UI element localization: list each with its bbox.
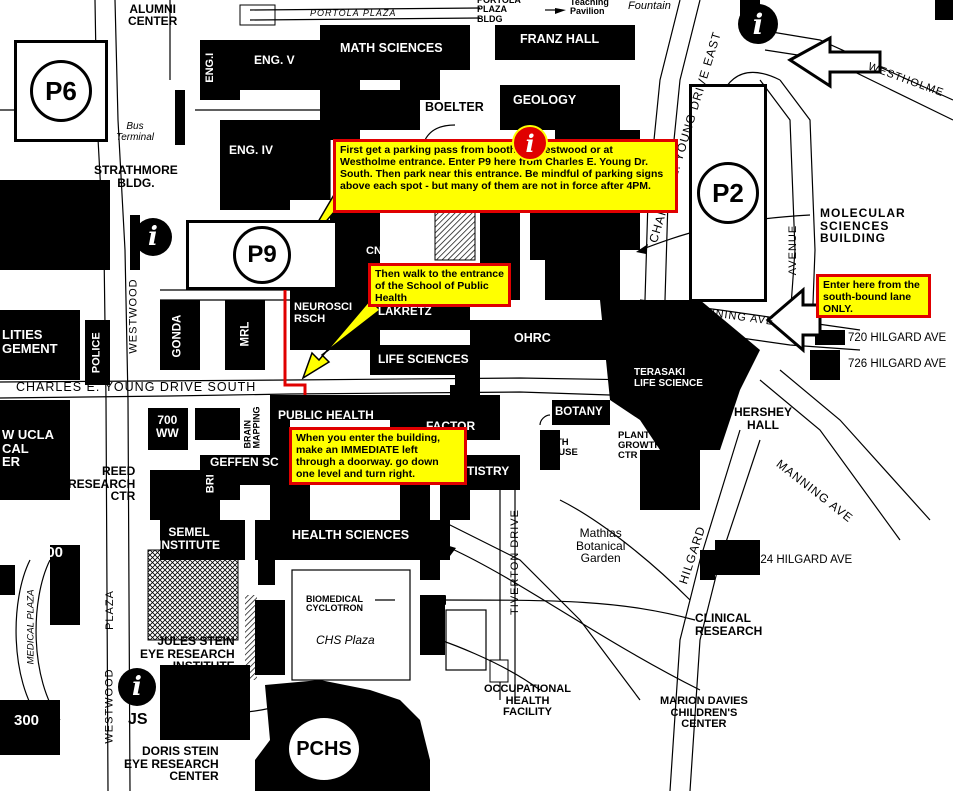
label-mrl: MRL (239, 321, 252, 347)
label-bldg-300: 300 (14, 712, 40, 729)
label-teaching-pavilion: Teaching Pavilion (570, 0, 609, 17)
label-brain-mapping: BRAIN MAPPING (242, 406, 263, 449)
label-fountain: Fountain (628, 0, 671, 12)
info-icon-northeast: i (738, 4, 778, 44)
parking-p9-label: P9 (247, 241, 277, 268)
label-gonda: GONDA (171, 314, 184, 358)
label-hilgard-720: 720 HILGARD AVE (848, 332, 947, 344)
label-eng-i: ENG.I (204, 52, 217, 83)
label-doris-stein: DORIS STEIN EYE RESEARCH CENTER (124, 744, 219, 784)
label-semel: SEMEL INSTITUTE (158, 525, 220, 552)
label-mathias-garden: Mathias Botanical Garden (576, 526, 626, 566)
js-label: JS (128, 711, 148, 728)
label-hilgard-726: 726 HILGARD AVE (848, 358, 947, 370)
street-plaza: PLAZA (103, 590, 116, 630)
label-portola-plaza-bldg: PORTOLA PLAZA BLDG (477, 0, 521, 24)
label-strathmore: STRATHMORE BLDG. (94, 163, 178, 190)
parking-p2-lot: P2 (689, 84, 767, 302)
label-hershey-hall: HERSHEY HALL (734, 405, 793, 432)
label-botany: BOTANY (555, 406, 603, 418)
label-franz-hall: FRANZ HALL (520, 32, 600, 46)
label-dentistry: TISTRY (467, 464, 510, 478)
parking-p6-label: P6 (45, 75, 77, 106)
label-cnsi: CNSI (366, 245, 393, 257)
label-lath-house: LATH HOUSE (544, 437, 578, 458)
note-south-bound-lane: Enter here from the south-bound lane ONL… (816, 274, 931, 318)
label-neuroscience: NEUROSCI RSCH (294, 301, 353, 325)
label-west-alumni: WEST ALUMNI CENTER (128, 0, 178, 29)
label-geffen: GEFFEN SC (210, 455, 279, 469)
info-icon-red: i (512, 125, 548, 161)
parking-p9-badge: P9 (233, 226, 291, 284)
label-utilities: LITIES GEMENT (2, 327, 58, 356)
parking-p2-label: P2 (712, 177, 744, 208)
parking-p6-badge: P6 (30, 60, 92, 122)
label-ohrc: OHRC (514, 331, 551, 345)
parking-pchs-label: PCHS (296, 737, 352, 760)
label-lakretz: LAKRETZ (378, 306, 432, 318)
label-geology: GEOLOGY (513, 93, 577, 107)
label-bldg-100: 100 (38, 544, 64, 561)
label-molecular-sciences: MOLECULAR SCIENCES BUILDING (820, 206, 906, 246)
label-bus-terminal: Bus Terminal (116, 121, 154, 143)
info-icon-strathmore: i (134, 218, 172, 256)
label-medical-plaza: MEDICAL PLAZA (25, 589, 37, 665)
note-parking-pass: First get a parking pass from booth on W… (333, 139, 678, 213)
label-eng-v: ENG. V (254, 53, 295, 67)
label-math-sciences: MATH SCIENCES (340, 41, 443, 55)
label-chs-plaza: CHS Plaza (316, 633, 375, 647)
info-icon-jules-stein: i (118, 668, 156, 706)
street-westwood-lower: WESTWOOD (103, 668, 116, 744)
label-public-health: PUBLIC HEALTH (278, 408, 374, 422)
label-700-ww: 700 WW (156, 413, 179, 440)
label-terasaki: TERASAKI LIFE SCIENCE (634, 367, 703, 389)
label-clinical-research: CLINICAL RESEARCH (695, 611, 763, 638)
label-jules-stein: JULES STEIN EYE RESEARCH INSTITUTE (140, 634, 235, 674)
street-tiverton: TIVERTON DRIVE (508, 509, 521, 615)
label-life-sciences: LIFE SCIENCES (378, 352, 469, 366)
label-police: POLICE (90, 332, 103, 374)
label-plant-growth: PLANT GROWTH CTR (618, 430, 662, 461)
label-boelter: BOELTER (425, 100, 484, 114)
parking-p6-lot: P6 (14, 40, 108, 142)
label-reed: REED RESEARCH CTR (68, 464, 136, 504)
street-charles-young-south: CHARLES E. YOUNG DRIVE SOUTH (16, 380, 257, 394)
street-westwood-upper: WESTWOOD (127, 278, 140, 354)
label-hilgard-824: 824 HILGARD AVE (754, 554, 853, 566)
parking-pchs-badge: PCHS (286, 715, 362, 783)
note-walk-to-public-health: Then walk to the entrance of the School … (368, 263, 511, 307)
street-avenue: AVENUE (787, 224, 800, 276)
street-portola-plaza: PORTOLA PLAZA (310, 8, 397, 18)
label-ucla-hospital: W UCLA CAL ER (2, 427, 54, 470)
label-occupational-health: OCCUPATIONAL HEALTH FACILITY (484, 683, 571, 719)
label-bri: BRI (204, 474, 217, 494)
label-marion-davies: MARION DAVIES CHILDREN'S CENTER (660, 695, 748, 731)
label-eng-iv: ENG. IV (229, 143, 274, 157)
parking-p9-lot: P9 (186, 220, 338, 290)
note-enter-building: When you enter the building, make an IMM… (289, 427, 467, 485)
parking-p2-badge: P2 (697, 162, 759, 224)
label-health-sciences: HEALTH SCIENCES (292, 528, 410, 542)
label-biomedical-cyclotron: BIOMEDICAL CYCLOTRON (306, 594, 363, 614)
